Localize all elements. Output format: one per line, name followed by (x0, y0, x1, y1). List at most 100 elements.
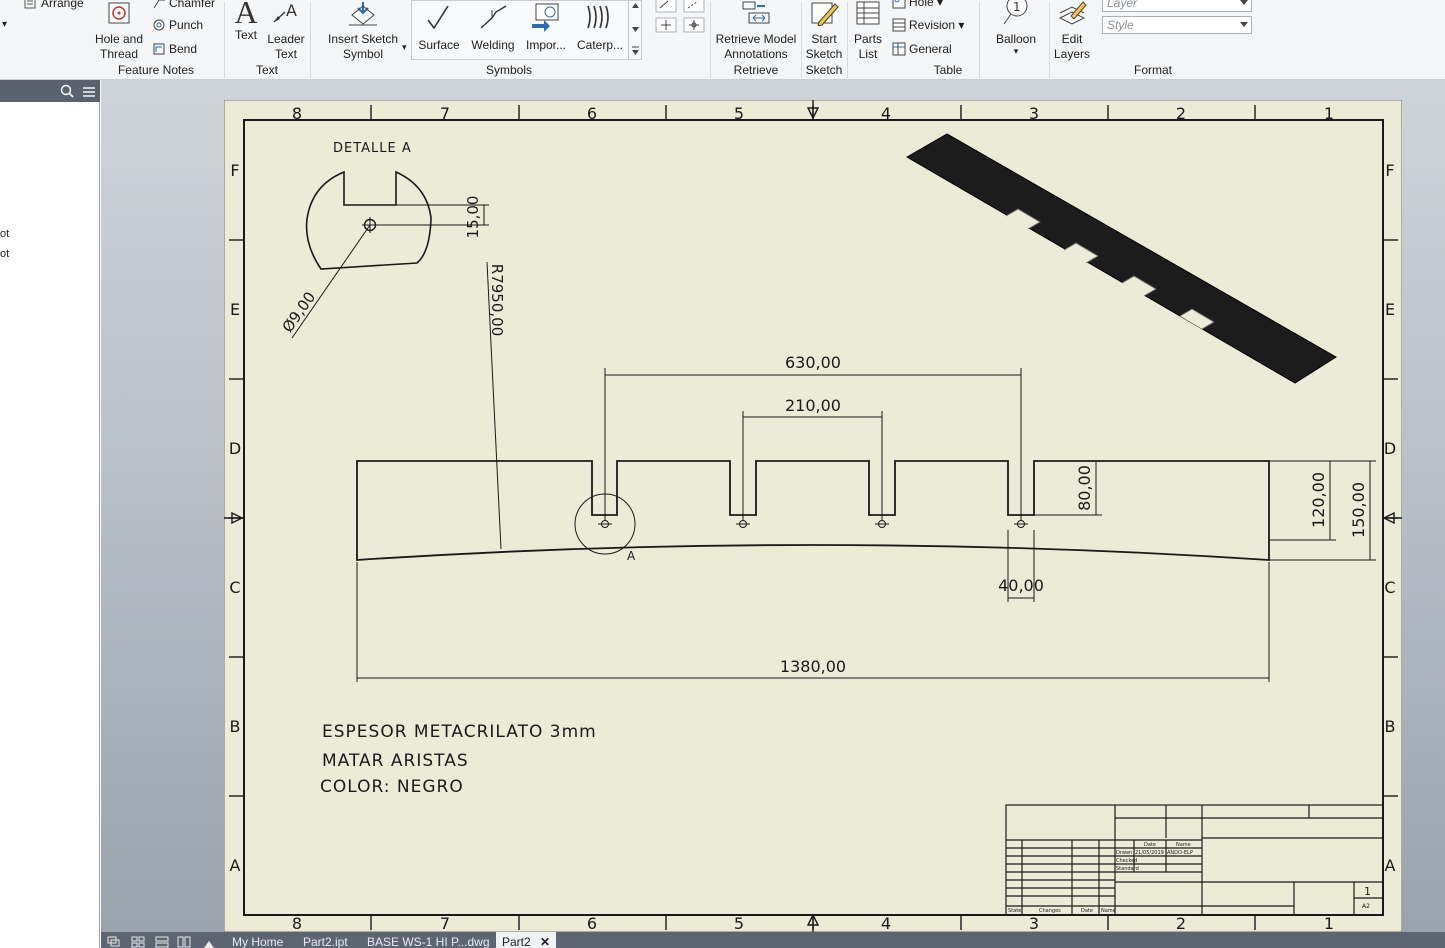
zone-number: 2 (1176, 104, 1186, 123)
main-part-outline (356, 460, 1270, 561)
import-symbol-button[interactable]: Impor... (522, 2, 570, 53)
edit-layers-button[interactable]: Edit Layers (1052, 0, 1092, 62)
balloon-label: Balloon (995, 32, 1037, 46)
tb-date-header: Date (1144, 842, 1156, 848)
general-table-button[interactable]: General (892, 42, 952, 56)
sketch-tools-column (654, 0, 708, 41)
zone-letter: F (1385, 161, 1394, 180)
chevron-down-icon (1240, 22, 1248, 27)
isometric-slots (1005, 208, 1215, 330)
tb-name-header: Name (1176, 842, 1191, 848)
zone-number: 1 (1324, 104, 1334, 123)
tab-my-home[interactable]: My Home (232, 935, 284, 948)
zone-number: 4 (881, 914, 891, 932)
sheet-background (224, 100, 1402, 932)
symbols-panel-label: Symbols (485, 63, 532, 77)
menu-icon[interactable] (82, 85, 96, 103)
tile-vertical-icon[interactable] (177, 935, 191, 948)
gallery-scrollbar[interactable] (628, 0, 641, 60)
edit-layers-icon (1052, 0, 1092, 30)
bend-button[interactable]: Bend (152, 42, 197, 56)
punch-label: Punch (169, 18, 204, 32)
dim-210: 210,00 (785, 396, 841, 415)
punch-button[interactable]: Punch (152, 18, 203, 32)
feature-notes-panel-label: Feature Notes (117, 63, 195, 77)
hole-table-button[interactable]: Hole ▾ (892, 0, 943, 9)
text-button[interactable]: A Text (229, 0, 263, 43)
style-combo[interactable]: Style (1102, 16, 1252, 34)
cascade-windows-icon[interactable] (107, 935, 121, 948)
tile-horizontal-icon[interactable] (155, 935, 169, 948)
arrange-button[interactable]: Arrange (24, 0, 84, 10)
tab-part2-label: Part2 (502, 935, 531, 948)
retrieve-model-annotations-button[interactable]: Retrieve Model Annotations (714, 0, 798, 62)
chevron-down-icon (1240, 0, 1248, 5)
drawing-sheet[interactable]: 8 7 6 5 4 3 2 1 8 7 6 5 4 3 2 1 F E D C … (224, 100, 1402, 932)
parts-list-label: Parts List (853, 32, 882, 61)
chamfer-button[interactable]: Chamfer (152, 0, 215, 10)
sketch-symbol-icon (318, 0, 408, 30)
text-panel-label: Text (255, 63, 278, 77)
arrange-dropdown[interactable]: ▾ (2, 19, 8, 30)
title-block (1005, 804, 1384, 916)
punch-icon (152, 18, 166, 32)
dim-40: 40,00 (998, 576, 1044, 595)
zone-letter: A (230, 856, 241, 875)
tab-list-up-icon[interactable] (203, 936, 215, 948)
caterpillar-button[interactable]: Caterp... (574, 2, 626, 53)
dim-120: 120,00 (1309, 472, 1328, 528)
zone-letter: B (1385, 717, 1396, 736)
zone-number: 6 (587, 914, 597, 932)
layer-combo-value: Layer (1107, 0, 1138, 10)
dimension-lines (356, 368, 1376, 682)
welding-button[interactable]: Welding (468, 2, 518, 53)
revision-table-button[interactable]: Revision ▾ (892, 18, 964, 32)
style-combo-value: Style (1107, 18, 1134, 32)
start-sketch-label: Start Sketch (805, 32, 843, 61)
note-color: COLOR: NEGRO (320, 777, 464, 797)
zone-letter: C (1384, 578, 1395, 597)
hole-thread-button[interactable]: Hole and Thread (92, 0, 146, 62)
parts-list-button[interactable]: Parts List (850, 0, 886, 62)
dim-630: 630,00 (785, 353, 841, 372)
start-sketch-button[interactable]: Start Sketch (804, 0, 844, 62)
balloon-dropdown[interactable]: ▾ (1013, 46, 1019, 56)
retrieve-icon (714, 0, 798, 30)
caterpillar-icon (574, 2, 626, 36)
hole-table-icon (892, 0, 906, 9)
close-icon[interactable]: ✕ (540, 935, 551, 948)
import-label: Impor... (525, 38, 566, 52)
panel-separator (1049, 2, 1050, 78)
note-edges: MATAR ARISTAS (322, 751, 469, 771)
chamfer-icon (152, 0, 166, 10)
arrange-icon (24, 0, 38, 10)
parts-list-icon (850, 0, 886, 30)
ribbon: Arrange ▾ Hole and Thread Chamfer Punch … (0, 0, 1445, 80)
zone-number: 5 (734, 104, 744, 123)
tab-base-dwg[interactable]: BASE WS-1 HI P...dwg (367, 935, 490, 948)
revision-table-icon (892, 18, 906, 32)
tab-part2-ipt[interactable]: Part2.ipt (303, 935, 348, 948)
zone-letter: E (230, 300, 240, 319)
tb-date-value: 21/05/2019 (1135, 850, 1164, 856)
dimension-values: 630,00 210,00 80,00 120,00 150,00 40,00 … (780, 353, 1368, 676)
tile-windows-icon[interactable] (131, 935, 145, 948)
surface-button[interactable]: Surface (416, 2, 462, 53)
browser-item[interactable]: ot (0, 248, 10, 260)
dim-80: 80,00 (1075, 465, 1094, 511)
balloon-button[interactable]: 1 Balloon ▾ (990, 0, 1042, 56)
zone-number: 1 (1324, 914, 1334, 932)
insert-sketch-symbol-button[interactable]: Insert Sketch Symbol (318, 0, 408, 62)
general-table-icon (892, 42, 906, 56)
layer-combo[interactable]: Layer (1102, 0, 1252, 12)
sketch-symbol-dropdown[interactable]: ▾ (402, 42, 407, 52)
browser-item[interactable]: ot (0, 228, 10, 240)
search-icon[interactable] (60, 84, 74, 103)
tb-sheet-size: A2 (1362, 903, 1370, 910)
panel-separator (801, 2, 802, 78)
zone-letter: B (230, 717, 241, 736)
leader-text-button[interactable]: A Leader Text (266, 0, 306, 62)
welding-label: Welding (471, 38, 515, 52)
zone-letter: D (229, 439, 241, 458)
tab-part2-active[interactable]: Part2 ✕ (496, 932, 557, 948)
